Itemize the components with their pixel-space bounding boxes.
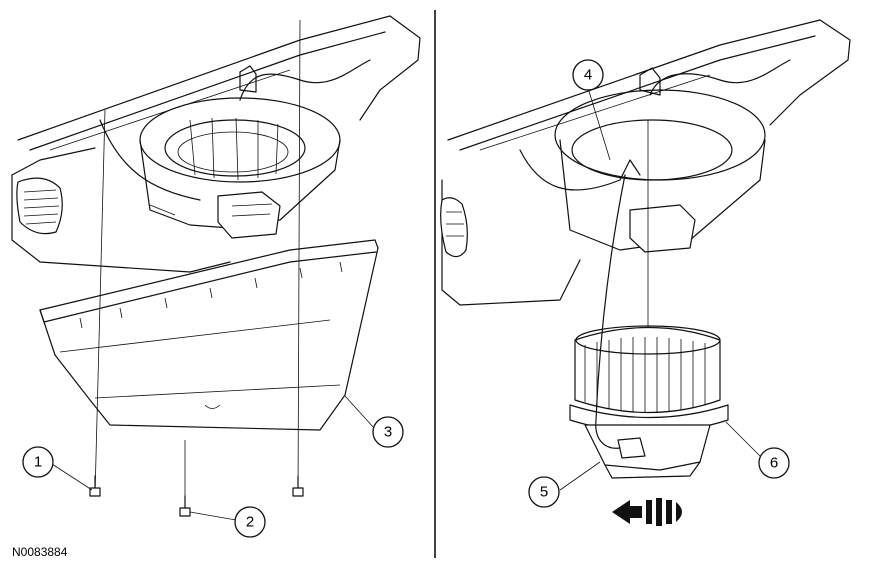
left-panel-illustration <box>11 15 421 521</box>
callout-6-label: 6 <box>770 455 778 472</box>
callout-6: 6 <box>758 447 790 479</box>
figure-id-label: N0083884 <box>12 545 68 559</box>
air-vent-right <box>440 197 468 258</box>
callout-2: 2 <box>234 506 266 538</box>
screw-1 <box>89 475 101 497</box>
blower-motor-fan <box>569 325 729 479</box>
callout-5-label: 5 <box>540 484 548 501</box>
lower-cover-panel <box>39 239 379 431</box>
motor-connector-left <box>217 191 281 239</box>
callout-3: 3 <box>372 416 404 448</box>
motor-connector-right <box>629 204 696 253</box>
air-vent-left <box>16 177 63 235</box>
callout-1-label: 1 <box>34 454 42 471</box>
callout-3-label: 3 <box>384 424 392 441</box>
callout-4: 4 <box>572 59 604 91</box>
rotation-arrow-icon <box>612 498 682 526</box>
right-panel-illustration <box>440 19 851 526</box>
callout-1: 1 <box>22 446 54 478</box>
callout-4-label: 4 <box>584 67 592 84</box>
callout-5: 5 <box>528 476 560 508</box>
screw-2 <box>179 495 191 517</box>
callout-2-label: 2 <box>246 514 254 531</box>
screw-3 <box>292 475 304 497</box>
